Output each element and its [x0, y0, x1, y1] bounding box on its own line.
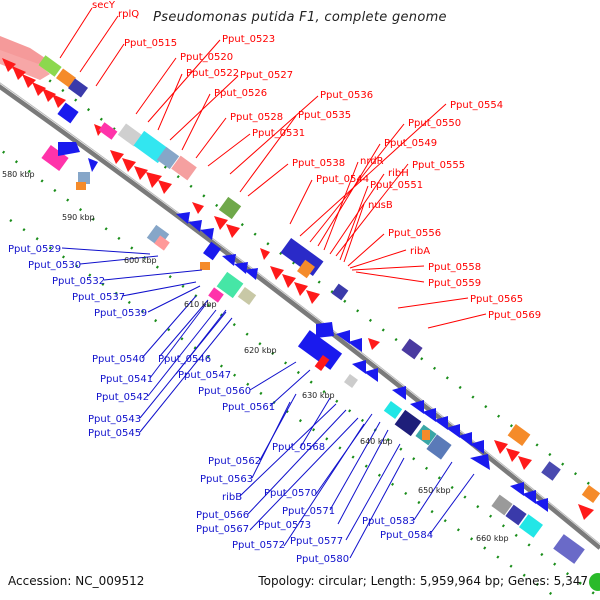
gene-label[interactable]: secY [92, 0, 116, 11]
gene-label[interactable]: Pput_0538 [292, 158, 345, 169]
gene-label[interactable]: Pput_0577 [290, 536, 343, 547]
gene-label[interactable]: Pput_0561 [222, 402, 275, 413]
gene-label[interactable]: rplQ [118, 9, 139, 20]
gene-label[interactable]: Pput_0542 [96, 392, 149, 403]
gene-label[interactable]: Pput_0551 [370, 180, 423, 191]
accession-label: Accession: NC_009512 [8, 574, 145, 588]
gene-label[interactable]: Pput_0559 [428, 278, 481, 289]
gene-label[interactable]: Pput_0565 [470, 294, 523, 305]
gene-label[interactable]: Pput_0580 [296, 554, 349, 565]
map-title: Pseudomonas putida F1, complete genome [153, 10, 447, 25]
reverse-leader-lines [61, 247, 475, 559]
gene-label[interactable]: Pput_0531 [252, 128, 305, 139]
gene-label[interactable]: ribB [222, 492, 242, 503]
gene-label[interactable]: Pput_0523 [222, 34, 275, 45]
gene-label[interactable]: Pput_0530 [28, 260, 81, 271]
gene-label[interactable]: Pput_0546 [158, 354, 211, 365]
gene-label[interactable]: Pput_0535 [298, 110, 351, 121]
gene-label[interactable]: Pput_0562 [208, 456, 261, 467]
gene-label[interactable]: Pput_0566 [196, 510, 249, 521]
reverse-gene-cluster-left [41, 102, 258, 305]
gene-label[interactable]: Pput_0520 [180, 52, 233, 63]
gene-label[interactable]: Pput_0528 [230, 112, 283, 123]
gene-label[interactable]: Pput_0543 [88, 414, 141, 425]
gene-label[interactable]: Pput_0540 [92, 354, 145, 365]
gene-label[interactable]: Pput_0572 [232, 540, 285, 551]
kbp-ticks: 580 kbp 590 kbp 600 kbp 610 kbp 620 kbp … [2, 170, 509, 543]
forward-gene-cluster-right [494, 424, 600, 520]
gene-label[interactable]: Pput_0539 [94, 308, 147, 319]
kbp-tick: 580 kbp [2, 170, 35, 179]
gene-label[interactable]: ribH [388, 168, 409, 179]
gene-label[interactable]: Pput_0556 [388, 228, 441, 239]
kbp-tick: 610 kbp [184, 300, 217, 309]
gene-label[interactable]: Pput_0536 [320, 90, 373, 101]
kbp-tick: 640 kbp [360, 437, 393, 446]
gene-label[interactable]: Pput_0573 [258, 520, 311, 531]
gene-label[interactable]: ribA [410, 246, 430, 257]
gene-label[interactable]: Pput_0567 [196, 524, 249, 535]
reverse-gene-labels: Pput_0529 Pput_0530 Pput_0532 Pput_0537 … [8, 244, 433, 565]
gene-label[interactable]: Pput_0570 [264, 488, 317, 499]
gene-label[interactable]: Pput_0571 [282, 506, 335, 517]
gene-label[interactable]: Pput_0522 [186, 68, 239, 79]
gene-label[interactable]: nrdR [360, 156, 384, 167]
gene-label[interactable]: Pput_0555 [412, 160, 465, 171]
gene-label[interactable]: Pput_0529 [8, 244, 61, 255]
genome-summary: Topology: circular; Length: 5,959,964 bp… [258, 574, 588, 588]
gene-label[interactable]: Pput_0545 [88, 428, 141, 439]
gene-label[interactable]: Pput_0550 [408, 118, 461, 129]
gene-label[interactable]: Pput_0547 [178, 370, 231, 381]
gene-label[interactable]: nusB [368, 200, 393, 211]
gene-label[interactable]: Pput_0554 [450, 100, 503, 111]
gene-label[interactable]: Pput_0563 [200, 474, 253, 485]
gene-label[interactable]: Pput_0584 [380, 530, 433, 541]
gene-label[interactable]: Pput_0532 [52, 276, 105, 287]
kbp-tick: 650 kbp [418, 486, 451, 495]
reverse-gene-cluster-mid [297, 322, 378, 388]
gene-label[interactable]: Pput_0568 [272, 442, 325, 453]
gene-label[interactable]: Pput_0558 [428, 262, 481, 273]
gene-label[interactable]: Pput_0544 [316, 174, 369, 185]
forward-leader-lines [59, 7, 487, 329]
gene-label[interactable]: Pput_0526 [214, 88, 267, 99]
gene-label[interactable]: Pput_0515 [124, 38, 177, 49]
gene-label[interactable]: Pput_0569 [488, 310, 541, 321]
gene-label[interactable]: Pput_0541 [100, 374, 153, 385]
chromosome-backbone [0, 84, 600, 550]
kbp-tick: 620 kbp [244, 346, 277, 355]
gene-label[interactable]: Pput_0527 [240, 70, 293, 81]
gene-label[interactable]: Pput_0560 [198, 386, 251, 397]
gene-label[interactable]: Pput_0549 [384, 138, 437, 149]
gene-label[interactable]: Pput_0583 [362, 516, 415, 527]
kbp-tick: 600 kbp [124, 256, 157, 265]
reverse-gene-cluster-right [383, 386, 600, 591]
forward-gene-labels: secY rplQ Pput_0515 Pput_0520 Pput_0523 … [92, 0, 541, 321]
kbp-tick: 590 kbp [62, 213, 95, 222]
kbp-tick: 630 kbp [302, 391, 335, 400]
kbp-tick: 660 kbp [476, 534, 509, 543]
forward-gene-cluster-top [0, 36, 88, 108]
forward-gene-cluster-mid [94, 123, 423, 360]
gene-label[interactable]: Pput_0537 [72, 292, 125, 303]
